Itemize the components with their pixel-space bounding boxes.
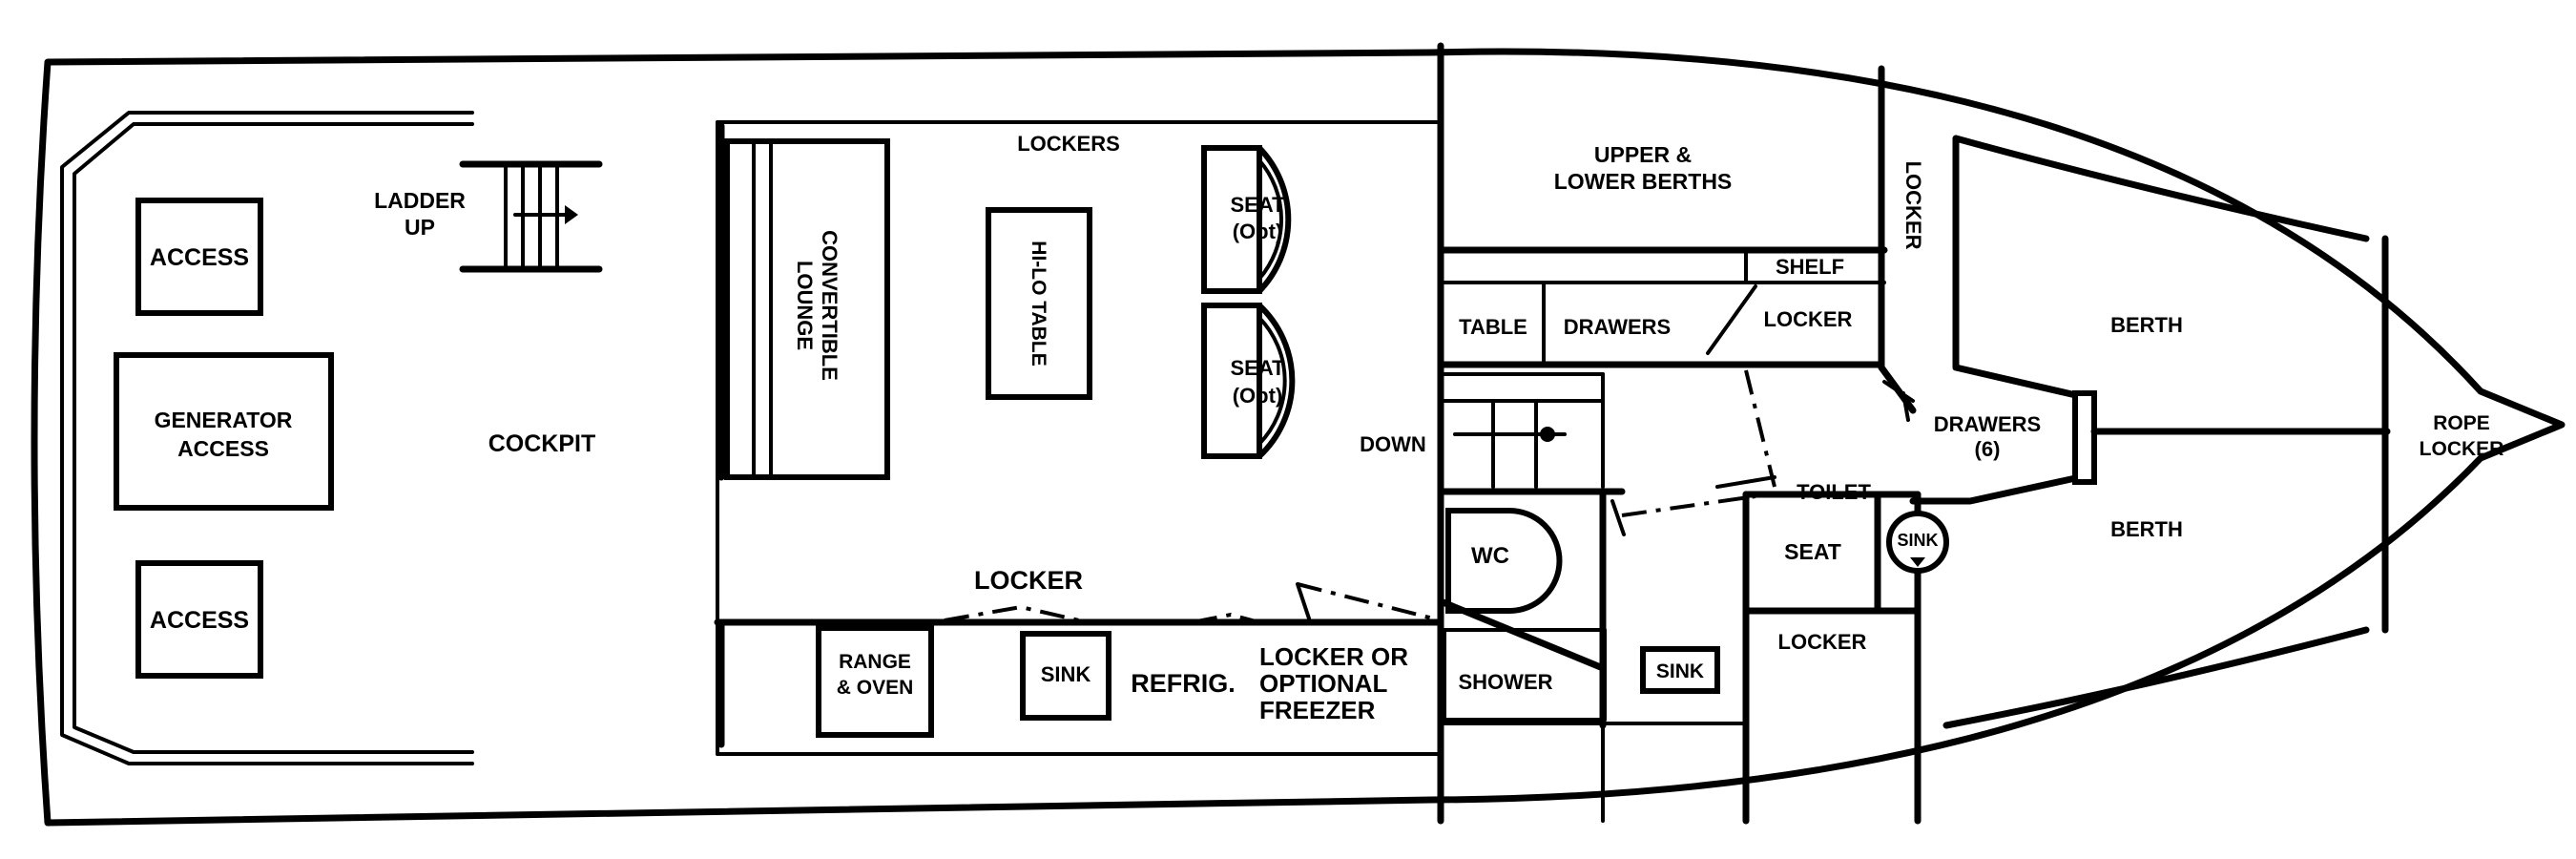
cockpit-area: ACCESS GENERATOR ACCESS ACCESS LADDER UP…: [60, 111, 603, 765]
cockpit-label: COCKPIT: [488, 430, 596, 457]
seat-top-label-2: (Opt): [1233, 220, 1283, 243]
forward-cabin-walls: UPPER & LOWER BERTHS SHELF TABLE DRAWERS…: [1437, 42, 2504, 825]
companionway-stairs[interactable]: [1437, 372, 1626, 495]
refrig-label: REFRIG.: [1131, 669, 1236, 698]
generator-access-label-1: GENERATOR: [155, 408, 293, 432]
ladder-label-2: UP: [405, 215, 435, 240]
seat-bottom-label-2: (Opt): [1233, 384, 1283, 408]
convertible-lounge-label-1: CONVERTIBLE: [818, 230, 841, 381]
access-bottom-label: ACCESS: [150, 607, 249, 634]
freezer-label-3: FREEZER: [1259, 696, 1376, 724]
drawers-six-label-1: DRAWERS: [1934, 412, 2041, 436]
seat-top-label-1: SEAT: [1230, 193, 1285, 217]
range-oven[interactable]: [816, 625, 934, 738]
toilet-label: TOILET: [1797, 480, 1871, 504]
head-sink-label: SINK: [1897, 531, 1938, 550]
drawers-six[interactable]: [2072, 390, 2097, 485]
freezer-label-1: LOCKER OR: [1259, 642, 1408, 671]
ladder-up-icon[interactable]: [459, 160, 603, 273]
upper-berths-label-1: UPPER &: [1594, 142, 1692, 167]
shower-sink[interactable]: [1640, 646, 1720, 694]
seat-top[interactable]: [1201, 145, 1292, 294]
galley-locker-door[interactable]: [944, 604, 1260, 624]
shower-stall: [1443, 628, 1607, 722]
generator-access-label-2: ACCESS: [177, 436, 269, 461]
range-oven-label-2: & OVEN: [837, 677, 914, 699]
head-seat-label: SEAT: [1784, 539, 1841, 564]
locker-vertical-label: LOCKER: [1901, 161, 1925, 250]
head-sink-icon[interactable]: [1886, 511, 1949, 574]
berth-top-label: BERTH: [2110, 313, 2183, 337]
freezer-label-2: OPTIONAL: [1259, 669, 1387, 698]
seat-bottom-label-1: SEAT: [1230, 356, 1285, 380]
galley-locker-label: LOCKER: [974, 566, 1083, 595]
table-label: TABLE: [1459, 315, 1527, 339]
shelf-label: SHELF: [1776, 255, 1844, 279]
lockers-label: LOCKERS: [1017, 132, 1120, 156]
hi-lo-table-label: HI-LO TABLE: [1028, 241, 1049, 366]
cockpit-rail-inner: [73, 122, 474, 754]
down-label: DOWN: [1360, 432, 1426, 456]
drawers-label: DRAWERS: [1564, 315, 1671, 339]
salon-area: LOCKERS CONVERTIBLE LOUNGE HI-LO TABLE S…: [716, 120, 1443, 756]
head-locker-label: LOCKER: [1778, 630, 1867, 654]
generator-access-hatch[interactable]: [114, 352, 334, 511]
upper-berths-label-2: LOWER BERTHS: [1554, 169, 1733, 194]
hull-outline: [31, 48, 2566, 827]
berth-bottom-label: BERTH: [2110, 517, 2183, 541]
seat-bottom[interactable]: [1201, 303, 1296, 459]
locker-mid-label: LOCKER: [1764, 307, 1853, 331]
galley-sink-label: SINK: [1041, 662, 1091, 686]
rope-locker-label-2: LOCKER: [2420, 438, 2504, 460]
wc-label: WC: [1471, 543, 1509, 569]
shower-label: SHOWER: [1459, 670, 1553, 694]
shower-sink-label: SINK: [1656, 660, 1704, 682]
cockpit-rail: [60, 111, 474, 765]
access-hatch-top[interactable]: [135, 198, 263, 316]
rope-locker-label-1: ROPE: [2433, 412, 2490, 434]
wc-fixture[interactable]: [1445, 508, 1563, 614]
ladder-label-1: LADDER: [374, 188, 466, 213]
range-oven-label-1: RANGE: [839, 651, 911, 673]
access-top-label: ACCESS: [150, 244, 249, 271]
galley-area: LOCKER RANGE & OVEN SINK REFRIG. LOCKER …: [714, 566, 1444, 748]
access-hatch-bottom[interactable]: [135, 560, 263, 679]
drawers-six-label-2: (6): [1975, 437, 2001, 461]
convertible-lounge-label-2: LOUNGE: [793, 261, 817, 350]
hi-lo-table[interactable]: [986, 207, 1092, 400]
galley-sink[interactable]: [1020, 631, 1111, 721]
